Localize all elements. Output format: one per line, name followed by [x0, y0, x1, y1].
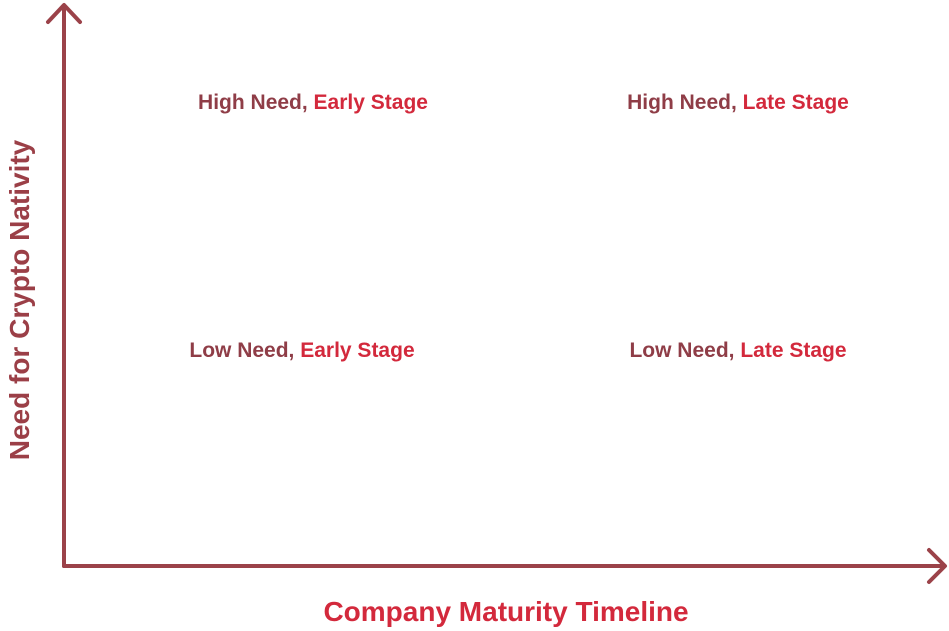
quadrant-high-need-early-stage: High Need, Early Stage: [198, 91, 428, 115]
quadrant-need-text: Low Need,: [629, 339, 741, 362]
y-axis-label: Need for Crypto Nativity: [4, 139, 35, 461]
quadrant-need-text: High Need,: [198, 91, 314, 114]
quadrant-stage-text: Late Stage: [742, 91, 849, 114]
y-axis-arrowhead: [46, 3, 82, 24]
quadrant-stage-text: Late Stage: [740, 339, 847, 362]
x-axis-arrowhead: [927, 548, 947, 584]
quadrant-need-text: Low Need,: [189, 339, 301, 362]
x-axis-label: Company Maturity Timeline: [323, 596, 689, 627]
quadrant-stage-text: Early Stage: [300, 339, 415, 362]
quadrant-need-text: High Need,: [627, 91, 743, 114]
quadrant-low-need-late-stage: Low Need, Late Stage: [629, 339, 846, 363]
quadrant-stage-text: Early Stage: [313, 91, 428, 114]
quadrant-high-need-late-stage: High Need, Late Stage: [627, 91, 849, 115]
quadrant-low-need-early-stage: Low Need, Early Stage: [189, 339, 414, 363]
